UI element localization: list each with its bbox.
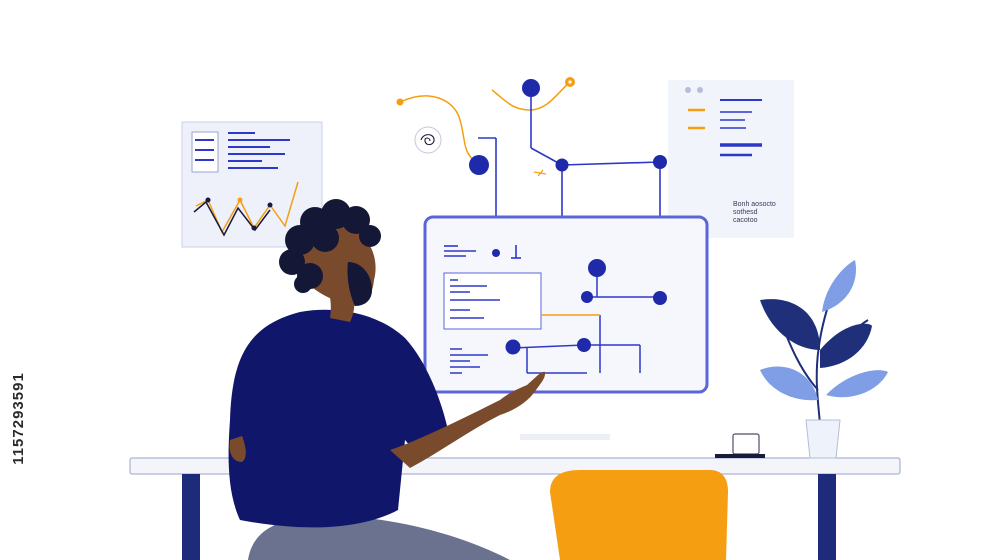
- note-line-2: sothesd: [733, 209, 758, 216]
- chair-icon: [550, 470, 728, 560]
- flowchart-diagram-icon: [396, 77, 667, 298]
- line-chart-icon: [193, 181, 299, 237]
- plant-icon: [760, 260, 888, 459]
- person: [228, 199, 546, 560]
- coffee-mug-icon: [715, 433, 765, 458]
- wall-chart-panel: [181, 121, 323, 248]
- document-icon: Bonh aosocto sothesd cacotoo: [668, 80, 794, 238]
- note-line-1: Bonh aosocto: [733, 201, 776, 208]
- note-line-3: cacotoo: [733, 217, 758, 224]
- stock-image-id: 1157293591: [4, 318, 32, 518]
- stock-image-id-text: 1157293591: [9, 371, 27, 465]
- monitor-icon: [423, 215, 709, 440]
